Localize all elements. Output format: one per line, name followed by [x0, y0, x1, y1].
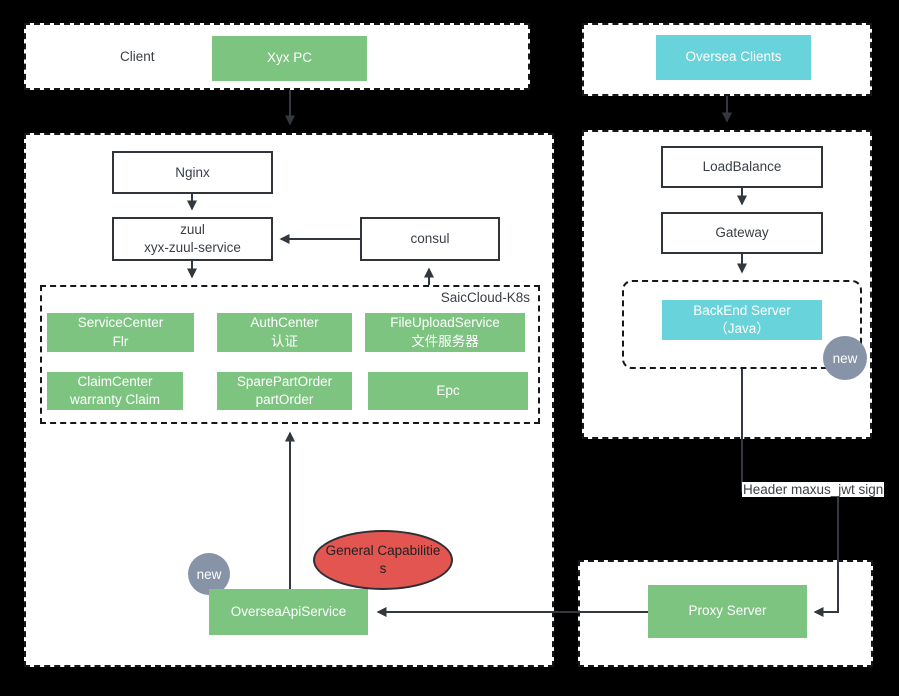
node-proxy-server: Proxy Server	[648, 585, 807, 638]
node-nginx-label: Nginx	[175, 164, 210, 180]
node-sparepartorder-line1: SparePartOrder	[236, 373, 333, 389]
node-epc: Epc	[368, 372, 528, 410]
general-capabilities-line1: General Capabilitie	[325, 543, 441, 559]
node-xyx-pc-label: Xyx PC	[266, 50, 312, 66]
node-overseaapiservice: OverseaApiService	[209, 589, 368, 635]
node-oversea-clients: Oversea Clients	[656, 35, 811, 80]
node-servicecenter: ServiceCenter Flr	[47, 313, 194, 352]
node-backend-server: BackEnd Server （Java）	[662, 300, 822, 340]
node-authcenter-line1: AuthCenter	[250, 315, 319, 331]
node-servicecenter-line2: Flr	[112, 333, 129, 349]
header-jwt-sign-label: Header maxus_jwt sign	[742, 482, 885, 497]
node-fileuploadservice-line1: FileUploadService	[390, 315, 500, 331]
node-loadbalance-label: LoadBalance	[702, 159, 782, 175]
new-badge-right-label: new	[832, 350, 858, 366]
client-label: Client	[120, 49, 155, 64]
node-loadbalance: LoadBalance	[661, 146, 823, 188]
node-fileuploadservice: FileUploadService 文件服务器	[365, 313, 525, 352]
node-authcenter: AuthCenter 认证	[217, 313, 352, 352]
node-sparepartorder-line2: partOrder	[255, 392, 314, 407]
node-claimcenter-line2: warranty Claim	[69, 392, 161, 407]
node-authcenter-line2: 认证	[271, 333, 298, 349]
node-backend-server-line2: （Java）	[714, 321, 770, 336]
node-fileuploadservice-line2: 文件服务器	[411, 333, 479, 349]
node-zuul-line1: zuul	[180, 222, 205, 238]
node-nginx: Nginx	[112, 151, 273, 194]
node-proxy-server-label: Proxy Server	[688, 603, 767, 619]
oversea-clients-container	[582, 23, 872, 96]
node-sparepartorder: SparePartOrder partOrder	[217, 372, 352, 410]
node-oversea-clients-label: Oversea Clients	[685, 49, 782, 65]
general-capabilities-ellipse: General Capabilitie s	[313, 530, 453, 590]
node-overseaapiservice-label: OverseaApiService	[230, 603, 347, 619]
new-badge-left-label: new	[196, 566, 222, 582]
new-badge-left: new	[188, 553, 230, 595]
node-zuul: zuul xyx-zuul-service	[112, 217, 273, 261]
node-consul-label: consul	[410, 231, 450, 247]
general-capabilities-line2: s	[379, 561, 387, 576]
node-epc-line1: Epc	[436, 382, 460, 398]
node-servicecenter-line1: ServiceCenter	[77, 315, 164, 331]
node-claimcenter-line1: ClaimCenter	[77, 373, 153, 389]
new-badge-right: new	[823, 336, 867, 380]
node-backend-server-line1: BackEnd Server	[693, 302, 791, 318]
node-consul: consul	[360, 217, 500, 261]
node-gateway-label: Gateway	[715, 225, 769, 241]
node-gateway: Gateway	[661, 212, 823, 254]
saiccloud-k8s-label: SaicCloud-K8s	[440, 290, 530, 305]
node-zuul-line2: xyx-zuul-service	[144, 240, 241, 255]
node-claimcenter: ClaimCenter warranty Claim	[47, 372, 183, 410]
node-xyx-pc: Xyx PC	[212, 36, 367, 81]
